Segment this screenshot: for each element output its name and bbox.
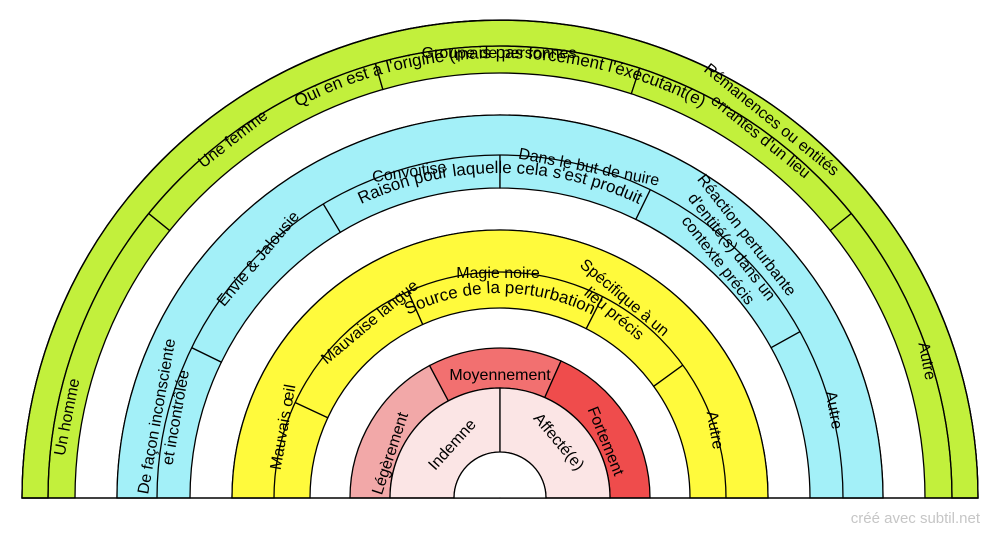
origin-segment-label: Groupe de personnes	[422, 45, 577, 62]
reason-title-band	[116, 114, 884, 499]
wheel-band-lines	[21, 19, 979, 499]
credit-text: créé avec subtil.net	[850, 510, 980, 527]
wheel-hub	[453, 451, 547, 499]
reason-segment-label: Autre	[822, 390, 845, 431]
intensity-segment-label: Moyennement	[449, 367, 551, 384]
source-segment-label: Magie noire	[456, 265, 540, 282]
source-title-band	[231, 229, 769, 499]
source-segment-label: Autre	[703, 410, 726, 451]
